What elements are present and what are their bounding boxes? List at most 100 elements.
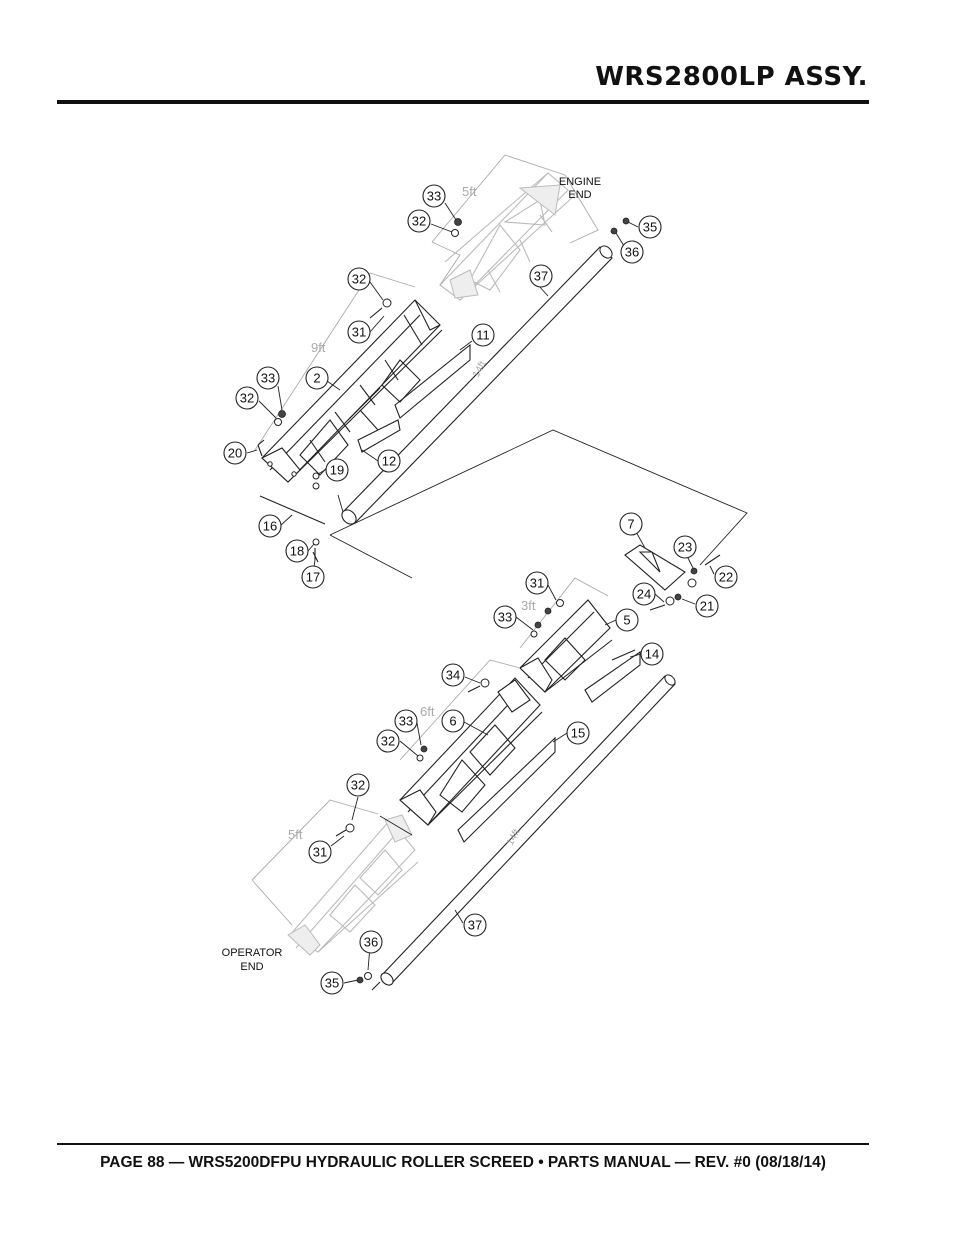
callout-22: 22 — [714, 565, 738, 589]
callout-36: 36 — [359, 930, 383, 954]
callout-18: 18 — [285, 539, 309, 563]
operator-end-label-2: END — [240, 961, 263, 973]
callout-32: 32 — [376, 729, 400, 753]
callout-31: 31 — [308, 840, 332, 864]
size-bottom-5ft: 5ft — [288, 827, 303, 842]
size-mid-6ft: 6ft — [420, 704, 435, 719]
angle-bracket-15 — [457, 736, 556, 843]
svg-text:11: 11 — [476, 328, 490, 343]
svg-text:33: 33 — [427, 189, 441, 204]
callout-33: 33 — [422, 184, 446, 208]
svg-text:12: 12 — [382, 454, 396, 469]
callout-33: 33 — [394, 709, 418, 733]
callout-32: 32 — [235, 386, 259, 410]
frame-section-9ft — [254, 272, 443, 483]
svg-text:32: 32 — [240, 391, 254, 406]
callout-34: 34 — [441, 663, 465, 687]
footer-rule — [57, 1143, 869, 1145]
callout-15: 15 — [566, 721, 590, 745]
svg-text:35: 35 — [643, 220, 657, 235]
ghost-operator-end-section — [251, 799, 419, 956]
callout-32: 32 — [407, 209, 431, 233]
svg-text:33: 33 — [498, 610, 512, 625]
callout-32: 32 — [346, 773, 370, 797]
hardware-upper — [257, 217, 630, 563]
svg-text:18: 18 — [290, 544, 304, 559]
callout-21: 21 — [695, 594, 719, 618]
svg-text:31: 31 — [530, 576, 544, 591]
svg-text:33: 33 — [399, 714, 413, 729]
page-title: WRS2800LP ASSY. — [595, 62, 868, 92]
svg-text:34: 34 — [446, 668, 460, 683]
svg-text:31: 31 — [313, 845, 327, 860]
end-bracket-7 — [624, 544, 721, 611]
engine-end-label-2: END — [568, 189, 591, 201]
svg-text:37: 37 — [468, 918, 482, 933]
svg-text:33: 33 — [261, 371, 275, 386]
callout-17: 17 — [301, 565, 325, 589]
callout-37: 37 — [463, 913, 487, 937]
size-top-9ft: 9ft — [311, 340, 326, 355]
svg-text:35: 35 — [325, 976, 339, 991]
callout-12: 12 — [377, 449, 401, 473]
svg-text:2: 2 — [313, 371, 320, 386]
header-rule — [57, 100, 869, 104]
callout-32: 32 — [347, 267, 371, 291]
page-footer: PAGE 88 — WRS5200DFPU HYDRAULIC ROLLER S… — [100, 1154, 826, 1171]
svg-text:5: 5 — [623, 613, 630, 628]
callout-37: 37 — [529, 264, 553, 288]
svg-text:31: 31 — [352, 325, 366, 340]
engine-end-label-1: ENGINE — [559, 176, 601, 188]
end-labels: ENGINE END OPERATOR END — [222, 176, 601, 973]
callout-20: 20 — [223, 441, 247, 465]
svg-text:36: 36 — [625, 245, 639, 260]
size-mid-3ft: 3ft — [521, 598, 536, 613]
callout-33: 33 — [256, 366, 280, 390]
svg-text:23: 23 — [678, 540, 692, 555]
callout-16: 16 — [258, 514, 282, 538]
callout-2: 2 — [305, 366, 329, 390]
svg-text:16: 16 — [263, 519, 277, 534]
callout-23: 23 — [673, 535, 697, 559]
frame-section-3ft — [519, 577, 613, 693]
svg-text:21: 21 — [700, 599, 714, 614]
frame-section-6ft — [399, 659, 543, 826]
callout-5: 5 — [615, 608, 639, 632]
size-top-5ft: 5ft — [462, 184, 477, 199]
svg-text:20: 20 — [228, 446, 242, 461]
roller-tube-lower: 14ft — [356, 674, 676, 991]
callout-35: 35 — [320, 971, 344, 995]
ghost-engine-end-section — [431, 154, 599, 301]
section-size-labels: 5ft 9ft 3ft 6ft 5ft — [288, 184, 536, 842]
svg-text:19: 19 — [330, 463, 344, 478]
callout-33: 33 — [493, 605, 517, 629]
roller-tube-upper: 14ft — [341, 245, 613, 525]
angle-brackets-upper — [357, 343, 471, 453]
svg-text:6: 6 — [449, 714, 456, 729]
svg-text:36: 36 — [364, 935, 378, 950]
svg-text:15: 15 — [571, 726, 585, 741]
callout-11: 11 — [471, 323, 495, 347]
svg-text:32: 32 — [351, 778, 365, 793]
callout-14: 14 — [640, 642, 664, 666]
angle-bracket-14 — [584, 649, 641, 703]
callout-31: 31 — [347, 320, 371, 344]
callout-36: 36 — [620, 240, 644, 264]
callout-7: 7 — [619, 512, 643, 536]
callout-19: 19 — [325, 458, 349, 482]
svg-text:24: 24 — [637, 587, 651, 602]
callout-6: 6 — [441, 709, 465, 733]
svg-text:32: 32 — [352, 272, 366, 287]
svg-text:22: 22 — [719, 570, 733, 585]
svg-text:37: 37 — [534, 269, 548, 284]
callout-31: 31 — [525, 571, 549, 595]
operator-end-label-1: OPERATOR — [222, 947, 283, 959]
leader-lines-upper — [329, 241, 748, 579]
svg-text:17: 17 — [306, 570, 320, 585]
svg-text:32: 32 — [381, 734, 395, 749]
svg-text:7: 7 — [627, 517, 634, 532]
svg-text:32: 32 — [412, 214, 426, 229]
callout-24: 24 — [632, 582, 656, 606]
svg-text:14: 14 — [645, 647, 659, 662]
